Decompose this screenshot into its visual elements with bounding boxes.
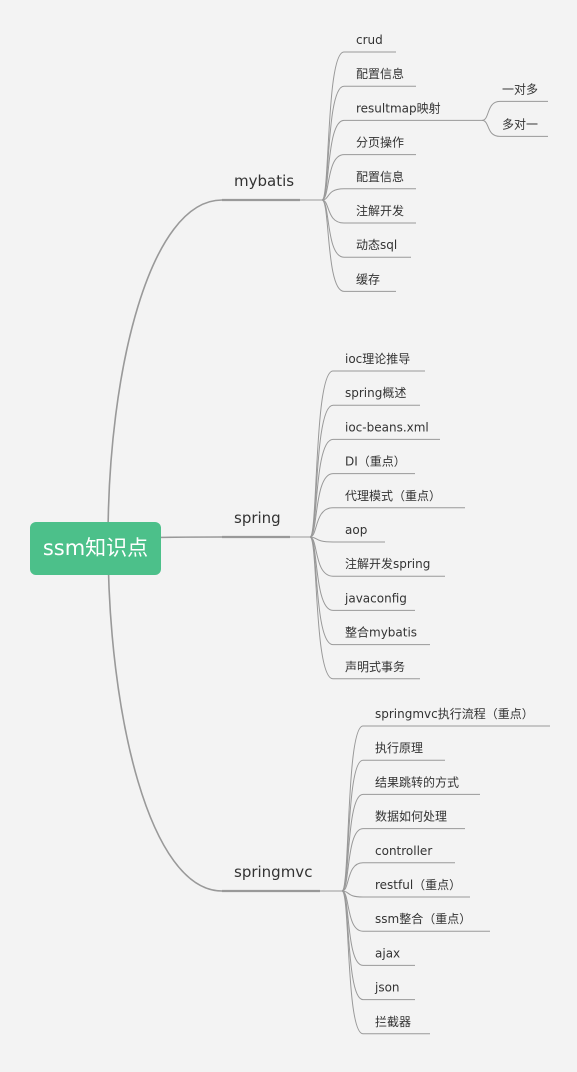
child-label-0-2[interactable]: resultmap映射 — [356, 100, 441, 115]
child-label-0-4[interactable]: 配置信息 — [356, 169, 404, 184]
child-label-2-3[interactable]: 数据如何处理 — [375, 809, 447, 824]
child-label-1-7[interactable]: javaconfig — [344, 591, 407, 605]
branch-label-1[interactable]: spring — [234, 509, 281, 527]
branch-label-0[interactable]: mybatis — [234, 172, 294, 190]
child-label-2-0[interactable]: springmvc执行流程（重点） — [375, 706, 534, 721]
child-label-0-6[interactable]: 动态sql — [356, 238, 397, 252]
child-label-2-8[interactable]: json — [374, 981, 400, 995]
child-connector — [321, 154, 345, 201]
grandchild-connector — [481, 100, 501, 121]
child-label-1-9[interactable]: 声明式事务 — [345, 659, 405, 674]
child-label-2-1[interactable]: 执行原理 — [375, 741, 423, 755]
child-connector — [341, 890, 364, 1035]
child-connector — [309, 536, 334, 680]
child-connector — [309, 507, 334, 538]
child-label-0-5[interactable]: 注解开发 — [356, 203, 404, 218]
child-label-0-3[interactable]: 分页操作 — [356, 135, 404, 150]
child-label-2-4[interactable]: controller — [375, 844, 432, 858]
child-label-2-5[interactable]: restful（重点） — [375, 878, 461, 892]
child-label-2-2[interactable]: 结果跳转的方式 — [375, 774, 459, 789]
child-label-2-6[interactable]: ssm整合（重点） — [375, 911, 471, 926]
child-label-0-0[interactable]: crud — [356, 33, 383, 47]
child-connector — [321, 51, 345, 201]
child-label-1-8[interactable]: 整合mybatis — [345, 625, 417, 640]
root-node[interactable]: ssm知识点 — [30, 522, 161, 575]
child-connector — [341, 862, 364, 892]
grandchild-label-1[interactable]: 多对一 — [502, 117, 538, 131]
child-label-1-0[interactable]: ioc理论推导 — [345, 352, 410, 366]
child-label-2-7[interactable]: ajax — [375, 946, 400, 960]
child-label-1-2[interactable]: ioc-beans.xml — [345, 420, 429, 434]
child-label-0-7[interactable]: 缓存 — [356, 272, 380, 286]
child-connector — [321, 199, 345, 292]
trunk-line — [107, 199, 223, 541]
child-connector — [309, 370, 334, 538]
child-label-1-6[interactable]: 注解开发spring — [345, 556, 430, 571]
branch-label-2[interactable]: springmvc — [234, 863, 312, 881]
child-label-0-1[interactable]: 配置信息 — [356, 66, 404, 81]
child-label-1-1[interactable]: spring概述 — [345, 386, 406, 400]
grandchild-label-0[interactable]: 一对多 — [502, 82, 538, 96]
child-label-1-3[interactable]: DI（重点） — [345, 455, 406, 469]
child-label-1-4[interactable]: 代理模式（重点） — [345, 489, 441, 503]
child-connector — [341, 725, 364, 892]
trunk-line — [107, 539, 223, 892]
child-label-1-5[interactable]: aop — [345, 523, 367, 537]
child-connector — [321, 188, 345, 201]
child-label-2-9[interactable]: 拦截器 — [375, 1015, 411, 1029]
grandchild-connector — [481, 119, 501, 137]
